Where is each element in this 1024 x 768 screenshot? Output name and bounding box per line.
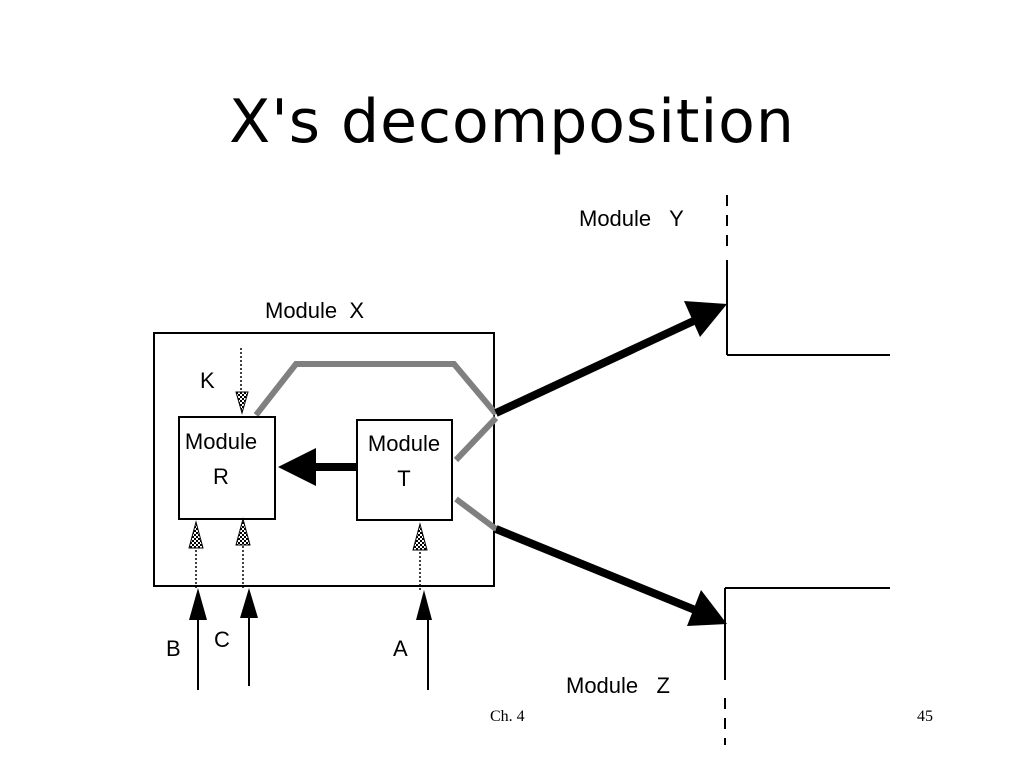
module-r-box <box>178 416 276 520</box>
checkered-arrowhead-icon <box>188 520 204 549</box>
data-flow-arrow-t-to-r <box>278 448 357 486</box>
footer-chapter: Ch. 4 <box>490 708 525 725</box>
gray-connector-r-to-y <box>253 361 499 417</box>
solid-arrowhead-icon <box>278 448 316 486</box>
input-c-label: C <box>214 627 230 652</box>
module-r-label: Module <box>185 429 257 454</box>
module-y-label: Module Y <box>579 206 684 231</box>
solid-arrowhead-icon <box>240 588 258 618</box>
input-arrow-a <box>412 522 432 690</box>
module-t-label: Module <box>368 431 440 456</box>
input-arrow-b <box>188 520 207 690</box>
module-t-name: T <box>397 466 410 491</box>
checkered-arrowhead-icon <box>235 391 249 415</box>
input-a-label: A <box>393 636 408 661</box>
solid-arrowhead-icon <box>687 590 727 626</box>
module-r-name: R <box>213 464 229 489</box>
data-flow-arrow-to-module-z <box>494 525 727 626</box>
solid-arrowhead-icon <box>189 588 207 620</box>
input-arrow-c <box>235 517 258 686</box>
module-z-label: Module Z <box>566 673 670 698</box>
page-number: 45 <box>917 708 933 725</box>
checkered-arrowhead-icon <box>412 522 428 551</box>
control-arrow-k <box>235 348 249 415</box>
solid-arrowhead-icon <box>416 590 432 620</box>
module-y-boundary <box>726 195 890 356</box>
slide-title: X's decomposition <box>229 87 795 157</box>
module-z-boundary <box>724 587 890 745</box>
module-x-box <box>153 332 495 587</box>
data-flow-arrow-to-module-y <box>494 301 727 417</box>
solid-arrowhead-icon <box>684 301 727 337</box>
gray-connector-t-to-z <box>454 496 498 532</box>
module-x-label: Module X <box>265 298 364 323</box>
checkered-arrowhead-icon <box>235 517 251 546</box>
gray-connector-t-to-y <box>453 415 499 463</box>
input-b-label: B <box>166 636 181 661</box>
input-k-label: K <box>200 368 215 393</box>
